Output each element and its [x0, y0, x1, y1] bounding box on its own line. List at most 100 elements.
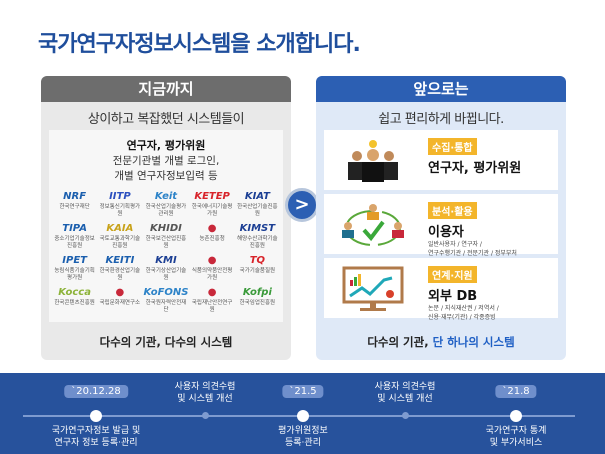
agency-logo: Kocca 한국콘텐츠진흥원: [53, 286, 96, 314]
timeline-node: [297, 410, 309, 422]
arrow-right-icon: >: [285, 188, 319, 222]
logo-caption: 해양수산과학기술진흥원: [237, 236, 278, 249]
after-content: 수집·통합 연구자, 평가위원 분석·활용 이용자 일반사용자 / 연구자 / …: [324, 130, 558, 330]
agency-logo: Keit 한국산업기술평가관리원: [144, 190, 189, 218]
agency-logo: ● 국립문화재연구소: [98, 286, 141, 314]
logo-caption: 식품의약품안전평가원: [191, 268, 233, 281]
logo-mark: ●: [207, 287, 217, 298]
card-link: 연계·지원 외부 DB 논문 / 지식재산권 / 저역서 / 신용·재무(기관)…: [324, 258, 558, 321]
agency-logo: NRF 한국연구재단: [53, 190, 96, 218]
card-collect: 수집·통합 연구자, 평가위원: [324, 130, 558, 190]
logo-mark: Keit: [154, 191, 178, 202]
logo-caption: 한국연구재단: [59, 204, 90, 210]
users-cycle-icon: [342, 204, 404, 246]
timeline-date: `20.12.28: [64, 385, 128, 398]
card-desc: 연구수행기관 / 전문기관 / 정부부처: [428, 250, 517, 257]
card-desc: 논문 / 지식재산권 / 저역서 /: [428, 305, 499, 312]
logo-mark: ●: [207, 255, 217, 266]
logo-mark: KEITI: [105, 255, 135, 266]
logo-mark: ●: [207, 223, 217, 234]
logo-mark: Kocca: [58, 287, 91, 298]
before-panel: 지금까지 상이하고 복잡했던 시스템들이 연구자, 평가위원 전문기관별 개별 …: [41, 76, 291, 360]
before-intro: 연구자, 평가위원 전문기관별 개별 로그인, 개별 연구자정보입력 등: [49, 138, 283, 184]
label-line: 국가연구자 통계: [485, 426, 547, 436]
logo-mark: ●: [115, 287, 125, 298]
after-subtitle: 쉽고 편리하게 바뀝니다.: [378, 112, 504, 127]
intro-line1: 전문기관별 개별 로그인,: [112, 155, 220, 167]
logo-caption: 한국콘텐츠진흥원: [54, 300, 95, 306]
label-line: 등록·관리: [285, 438, 321, 448]
label-line: 평가위원정보: [278, 426, 328, 436]
before-subtitle: 상이하고 복잡했던 시스템들이: [87, 112, 245, 127]
label-line: 연구자 정보 등록·관리: [54, 438, 138, 448]
timeline-dot: [401, 412, 409, 419]
logo-mark: KHIDI: [150, 223, 182, 234]
logo-caption: 농림식품기술기획평가원: [54, 268, 95, 281]
agency-logo: ● 식품의약품안전평가원: [190, 254, 233, 282]
agency-logo: TIPA 중소기업기술정보진흥원: [53, 222, 96, 250]
label-line: 사용자 의견수렴: [174, 382, 236, 392]
logo-caption: 한국산업기술진흥원: [237, 204, 278, 217]
logo-mark: TIPA: [62, 223, 87, 234]
agency-logo: ●농촌진흥청: [190, 222, 233, 250]
card-desc: 신용·재무(기관) / 각종증빙: [428, 314, 496, 321]
agency-logo: ● 국립재난안전연구원: [190, 286, 233, 314]
card-title: 이용자: [428, 225, 464, 240]
agency-logo: KEITI 한국환경산업기술원: [98, 254, 141, 282]
before-footer: 다수의 기관, 다수의 시스템: [99, 335, 233, 349]
footer-highlight: 단 하나의 시스템: [432, 335, 515, 349]
after-header: 앞으로는: [316, 76, 566, 102]
logo-mark: KoFONS: [143, 287, 189, 298]
card-tag: 연계·지원: [428, 266, 477, 283]
logo-mark: IITP: [109, 191, 131, 202]
card-tag: 분석·활용: [428, 202, 477, 219]
card-desc: 일반사용자 / 연구자 /: [428, 241, 482, 248]
logo-mark: NRF: [63, 191, 87, 202]
label-line: 국가연구자정보 발급 및: [51, 426, 141, 436]
logo-caption: 국립문화재연구소: [99, 300, 141, 306]
before-content: 연구자, 평가위원 전문기관별 개별 로그인, 개별 연구자정보입력 등 NRF…: [49, 130, 283, 322]
logo-caption: 국토교통과학기술진흥원: [99, 236, 141, 249]
chart-board-icon: [342, 266, 404, 311]
card-tag: 수집·통합: [428, 138, 477, 155]
card-analyze: 분석·활용 이용자 일반사용자 / 연구자 / 연구수행기관 / 전문기관 / …: [324, 194, 558, 257]
logo-caption: 한국기상산업기술원: [145, 268, 187, 281]
after-panel: 앞으로는 쉽고 편리하게 바뀝니다. 수집·통합 연구자, 평가위원 분석·활용…: [316, 76, 566, 360]
logo-caption: 정보통신기획평가원: [99, 204, 141, 217]
logo-caption: 한국임업진흥원: [239, 300, 276, 306]
logo-caption: 국가기술품질원: [239, 268, 276, 274]
label-line: 및 시스템 개선: [377, 394, 433, 404]
agency-logo: IITP 정보통신기획평가원: [98, 190, 141, 218]
label-line: 및 시스템 개선: [177, 394, 233, 404]
logo-mark: IPET: [62, 255, 87, 266]
footer-plain: 다수의 기관,: [367, 335, 433, 349]
logo-caption: 국립재난안전연구원: [191, 300, 233, 313]
after-footer: 다수의 기관, 단 하나의 시스템: [316, 334, 566, 350]
timeline-node: [90, 410, 102, 422]
logo-caption: 한국환경산업기술원: [99, 268, 141, 281]
agency-logo: KoFONS 한국원자력안전재단: [144, 286, 189, 314]
logo-caption: 한국에너지기술평가원: [191, 204, 233, 217]
logo-mark: KIMST: [239, 223, 276, 234]
timeline-dot: [201, 412, 209, 419]
intro-bold: 연구자, 평가위원: [126, 139, 206, 152]
page-title: 국가연구자정보시스템을 소개합니다.: [38, 32, 361, 57]
logo-caption: 한국원자력안전재단: [145, 300, 187, 313]
timeline-date: `21.5: [282, 385, 324, 398]
logo-caption: 중소기업기술정보진흥원: [54, 236, 95, 249]
before-header: 지금까지: [41, 76, 291, 102]
card-title: 외부 DB: [428, 289, 478, 304]
logo-caption: 한국산업기술평가관리원: [145, 204, 187, 217]
